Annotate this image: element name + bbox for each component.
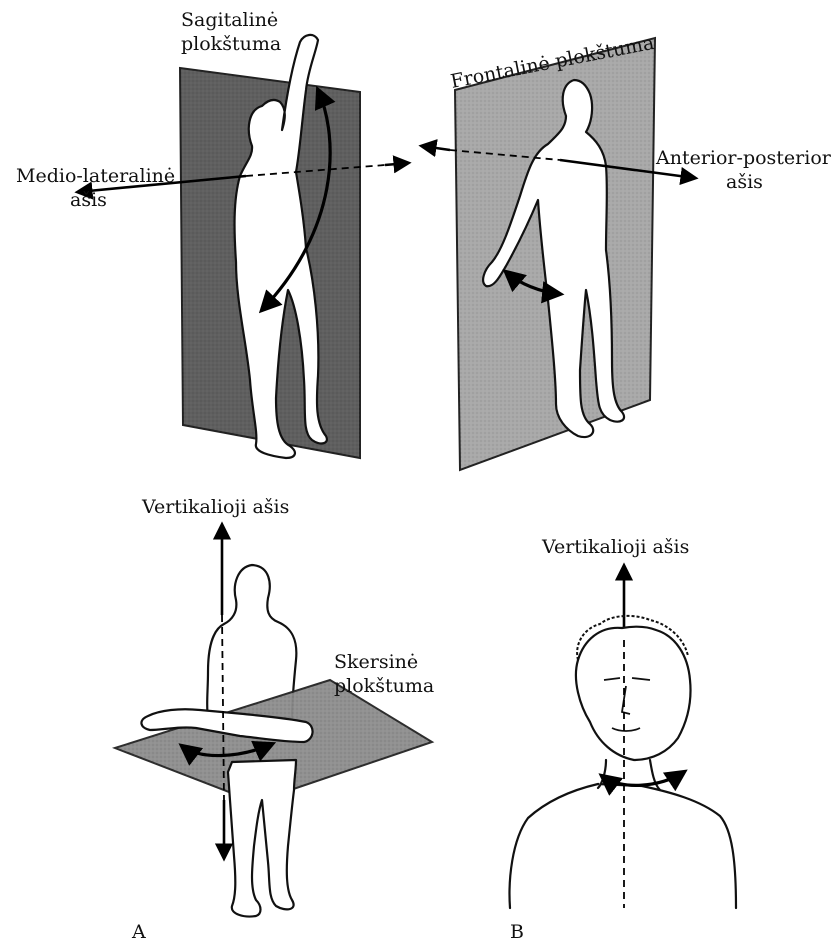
sagittal-plane-label-line2: plokštuma [181, 33, 281, 55]
transverse-plane-label-line1: Skersinė [334, 651, 418, 673]
transverse-figure-lower [228, 760, 296, 917]
head-figure-head [576, 627, 691, 760]
anterior-posterior-axis-label-line2: ašis [726, 171, 763, 193]
sagittal-plane-label-line1: Sagitalinė [181, 9, 278, 31]
panel-b-label: B [510, 921, 524, 943]
frontal-plane-group [455, 38, 655, 470]
vertical-axis-a-label: Vertikalioji ašis [141, 496, 289, 518]
medio-lateral-axis-label-line2: ašis [70, 189, 107, 211]
panel-b-group [510, 566, 736, 908]
anterior-posterior-axis-label-line1: Anterior-posterior [655, 147, 832, 169]
vertical-axis-b-label: Vertikalioji ašis [541, 536, 689, 558]
head-figure-torso [510, 784, 736, 908]
sagittal-plane-group [180, 35, 360, 458]
transverse-plane-label-line2: plokštuma [334, 675, 434, 697]
head-motion-arc [602, 772, 684, 785]
panel-a-label: A [131, 921, 146, 943]
panel-a-group [115, 525, 432, 917]
medio-lateral-axis-label-line1: Medio-lateralinė [16, 165, 175, 187]
